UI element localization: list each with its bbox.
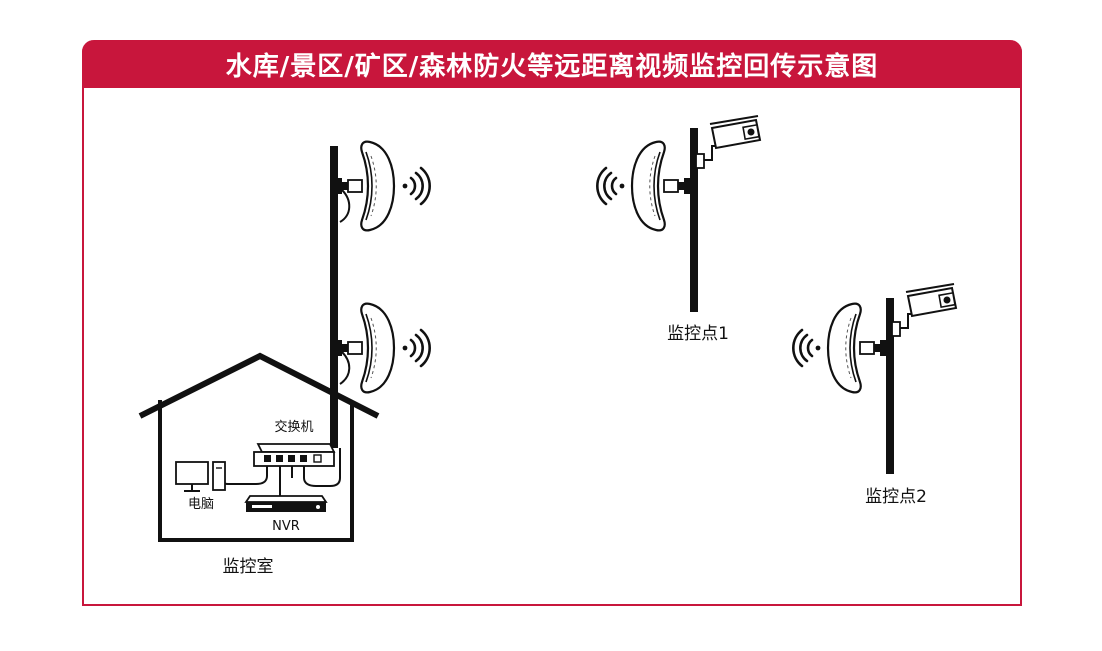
point-2-label: 监控点2 [865, 487, 927, 507]
network-cable [219, 466, 326, 496]
diagram-title: 水库/景区/矿区/森林防火等远距离视频监控回传示意图 [82, 40, 1022, 88]
monitoring-point-2-pole [886, 298, 894, 474]
cpe-antenna-icon [630, 140, 692, 232]
switch-label: 交换机 [274, 419, 313, 435]
wifi-signal-icon [401, 166, 431, 206]
monitoring-point-1-pole [690, 128, 698, 312]
network-switch-icon [253, 443, 336, 467]
wifi-signal-icon [792, 328, 822, 368]
control-room-label: 监控室 [223, 557, 274, 577]
control-room-pole [330, 146, 338, 448]
nvr-recorder-icon [244, 495, 328, 512]
ip-camera-icon [891, 283, 957, 337]
ip-camera-icon [695, 115, 761, 169]
house-icon [138, 352, 380, 542]
computer-label: 电脑 [188, 497, 214, 512]
desktop-computer-icon [175, 461, 226, 492]
cpe-antenna-icon [826, 302, 888, 394]
network-cable [326, 448, 341, 487]
wifi-signal-icon [596, 166, 626, 206]
nvr-label: NVR [272, 519, 300, 534]
diagram-frame [82, 40, 1022, 606]
point-1-label: 监控点1 [667, 324, 729, 344]
cpe-antenna-icon [334, 140, 396, 232]
cpe-antenna-icon [334, 302, 396, 394]
wifi-signal-icon [401, 328, 431, 368]
